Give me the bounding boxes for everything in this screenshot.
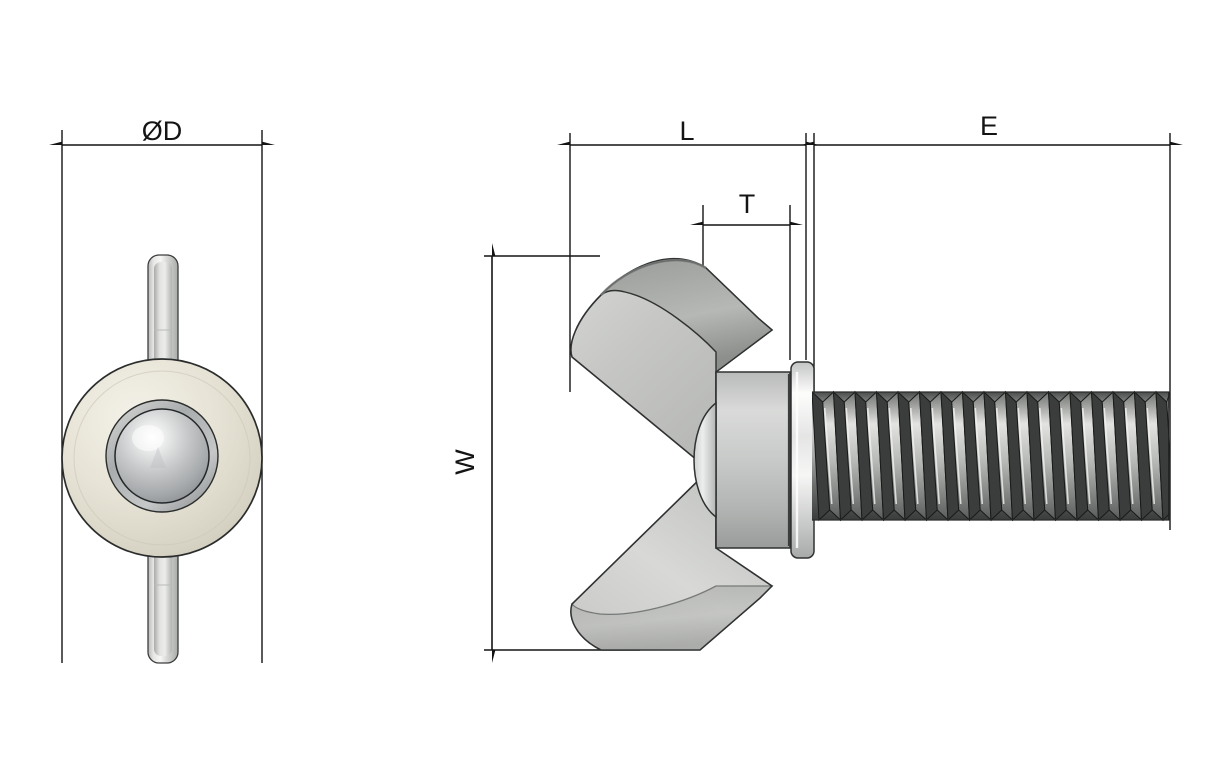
thread-specular — [888, 407, 898, 505]
dim-label-thread-length: E — [980, 111, 998, 141]
thread-flank-dark — [1155, 390, 1170, 522]
dim-label-length: L — [679, 116, 694, 146]
thread-specular — [952, 407, 962, 505]
side-wing-upper — [570, 257, 774, 472]
thread-specular — [974, 407, 984, 505]
dim-label-diameter: ØD — [142, 116, 183, 146]
dim-label-width: W — [450, 449, 480, 475]
thread-specular — [1038, 407, 1048, 505]
dimension-length: L — [557, 116, 819, 392]
thread-specular — [1167, 407, 1170, 437]
front-flange-disc-inner-ring — [73, 370, 251, 546]
thread-specular — [931, 407, 941, 505]
front-dome-highlight — [132, 425, 164, 451]
thread-specular — [823, 407, 833, 505]
dimension-width: W — [450, 243, 640, 663]
side-wing-lower-bevel — [570, 585, 774, 651]
thread-specular — [1081, 407, 1091, 505]
thread-specular — [1060, 407, 1070, 505]
side-body-block — [693, 371, 791, 549]
side-collar-body — [790, 361, 815, 559]
side-wing-upper-tip-shade — [600, 259, 707, 296]
front-dome-head — [114, 408, 210, 504]
side-threaded-shank — [812, 390, 1170, 522]
side-collar — [790, 361, 815, 559]
side-view — [570, 257, 1170, 651]
side-body-face — [715, 371, 791, 549]
thread-specular — [1103, 407, 1113, 505]
front-dome-reflection — [150, 447, 166, 468]
side-thread-profile — [812, 390, 1170, 522]
thread-specular — [1124, 407, 1134, 505]
thread-specular — [909, 407, 919, 505]
thread-specular — [1017, 407, 1027, 505]
thread-specular — [845, 407, 855, 505]
dim-label-thickness: T — [739, 189, 756, 219]
thread-specular — [1146, 407, 1156, 505]
thread-specular — [866, 407, 876, 505]
thread-specular — [995, 407, 1005, 505]
side-body-dome — [693, 401, 717, 519]
dimension-diameter: ØD — [49, 116, 275, 663]
front-view — [61, 254, 263, 664]
